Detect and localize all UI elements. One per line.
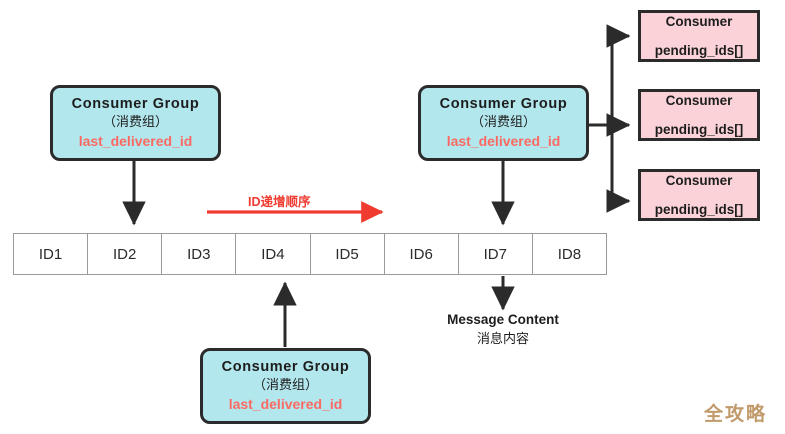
stream-cell-id1[interactable]: ID1 [14, 234, 89, 274]
consumer-group-title: Consumer Group [221, 359, 350, 376]
consumer-group-subtitle: （消费组） [102, 114, 168, 130]
consumer-pending-ids: pending_ids[] [654, 202, 744, 217]
consumer-pending-ids: pending_ids[] [654, 43, 744, 58]
consumer-box-3[interactable]: Consumer pending_ids[] [638, 169, 760, 221]
consumer-group-subtitle: （消费组） [470, 114, 536, 130]
arrow-middle-group-to-consumers [589, 24, 631, 213]
consumer-box-2[interactable]: Consumer pending_ids[] [638, 89, 760, 141]
stream-cell-id6[interactable]: ID6 [384, 234, 459, 274]
stream-cell-id3[interactable]: ID3 [162, 234, 237, 274]
consumer-title: Consumer [665, 14, 733, 29]
consumer-group-middle[interactable]: Consumer Group （消费组） last_delivered_id [418, 85, 589, 161]
consumer-group-last-delivered-id: last_delivered_id [446, 133, 561, 150]
consumer-group-left[interactable]: Consumer Group （消费组） last_delivered_id [50, 85, 221, 161]
message-stream-strip: ID1 ID2 ID3 ID4 ID5 ID6 ID7 ID8 [13, 233, 607, 275]
consumer-group-bottom[interactable]: Consumer Group （消费组） last_delivered_id [200, 348, 371, 424]
consumer-group-last-delivered-id: last_delivered_id [78, 133, 193, 150]
consumer-title: Consumer [665, 173, 733, 188]
stream-cell-id4[interactable]: ID4 [236, 234, 311, 274]
consumer-group-last-delivered-id: last_delivered_id [228, 396, 343, 413]
stream-cell-id5[interactable]: ID5 [310, 234, 385, 274]
stream-cell-id7[interactable]: ID7 [458, 234, 533, 274]
consumer-group-title: Consumer Group [71, 96, 200, 113]
consumer-pending-ids: pending_ids[] [654, 122, 744, 137]
message-content-label: Message Content 消息内容 [423, 312, 583, 347]
consumer-group-subtitle: （消费组） [252, 377, 318, 393]
consumer-group-title: Consumer Group [439, 96, 568, 113]
consumer-box-1[interactable]: Consumer pending_ids[] [638, 10, 760, 62]
consumer-title: Consumer [665, 93, 733, 108]
stream-cell-id2[interactable]: ID2 [88, 234, 163, 274]
stream-cell-id8[interactable]: ID8 [532, 234, 606, 274]
sequence-order-label: ID递增顺序 [248, 195, 311, 209]
watermark: 全攻略 [703, 404, 767, 425]
message-content-label-en: Message Content [447, 312, 559, 327]
message-content-label-cn: 消息内容 [476, 331, 529, 346]
